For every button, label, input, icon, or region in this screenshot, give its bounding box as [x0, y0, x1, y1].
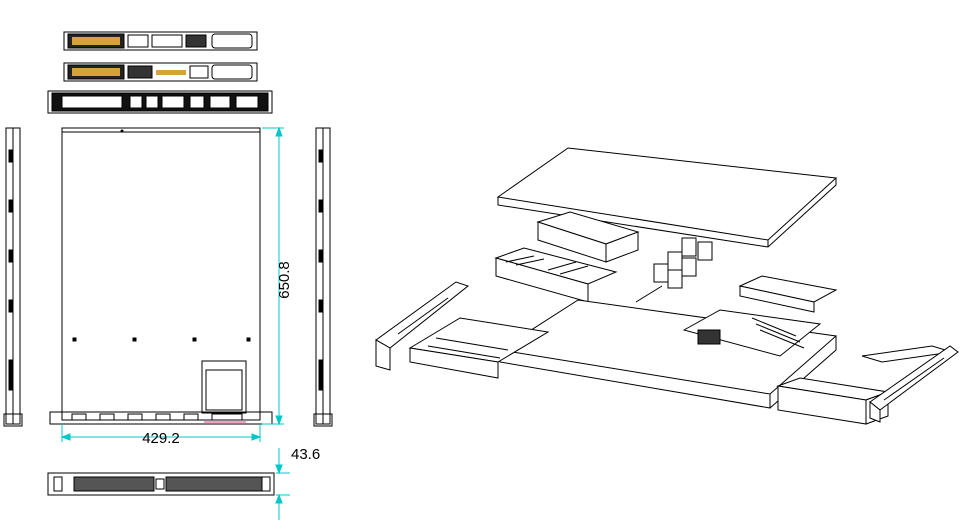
front-panel-view-1 [63, 31, 258, 51]
drive-bay-assembly [494, 211, 640, 303]
front-io-bracket [408, 317, 550, 379]
fan-modules [635, 237, 713, 303]
depth-dimension-label: 650.8 [276, 261, 293, 299]
rear-view-chassis [47, 472, 275, 496]
riser-card [738, 275, 838, 313]
height-dimension [275, 448, 290, 520]
exploded-isometric-view [375, 147, 959, 425]
width-dimension-label: 429.2 [142, 430, 180, 447]
front-panel-view-3 [47, 90, 273, 114]
chassis-base-tray [498, 299, 838, 409]
left-mounting-rail [375, 281, 470, 371]
width-dimension [60, 424, 262, 442]
right-side-rail-view [313, 127, 333, 427]
depth-dimension [262, 126, 284, 426]
right-mounting-rail [861, 345, 959, 423]
top-view-chassis [49, 127, 273, 425]
left-side-rail-view [3, 127, 23, 427]
top-cover [496, 147, 838, 248]
front-panel-view-2 [63, 62, 258, 82]
height-dimension-label: 43.6 [291, 446, 320, 463]
